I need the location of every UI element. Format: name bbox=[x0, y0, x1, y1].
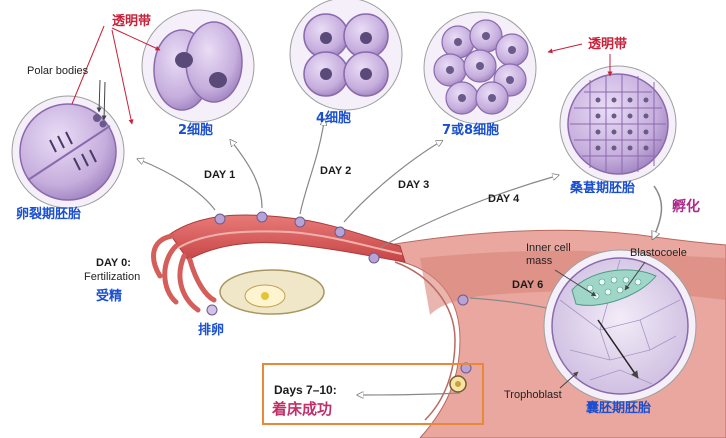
two-cell-embryo bbox=[141, 9, 255, 123]
four-cell-embryo bbox=[289, 0, 403, 111]
eight-cell-embryo bbox=[423, 11, 537, 125]
zona-pointers bbox=[71, 25, 613, 125]
blastocyst-label: 囊胚期胚胎 bbox=[586, 401, 652, 416]
implantation-box bbox=[262, 363, 484, 425]
implanting-embryo bbox=[449, 375, 467, 393]
inner-cell-mass-label: Inner cell mass bbox=[526, 242, 571, 268]
hatching-arrow bbox=[654, 185, 663, 236]
cleavage-embryo bbox=[11, 95, 125, 209]
days7-10-label: Days 7–10: bbox=[274, 383, 337, 397]
cleavage-label: 卵裂期胚胎 bbox=[16, 207, 82, 222]
day2-label: DAY 2 bbox=[320, 165, 352, 177]
day6-label: DAY 6 bbox=[512, 279, 544, 291]
four-cell-label: 4细胞 bbox=[316, 111, 352, 126]
pointer-lines bbox=[96, 79, 646, 389]
fallopian-tube bbox=[151, 214, 406, 313]
day3-label: DAY 3 bbox=[398, 179, 430, 191]
ovulation-label: 排卵 bbox=[198, 323, 225, 338]
blastocyst-axis-line bbox=[597, 319, 639, 379]
fertilization-label-cn: 受精 bbox=[96, 289, 123, 304]
polar-bodies-label: Polar bodies bbox=[27, 65, 89, 77]
hatching-label: 孵化 bbox=[672, 199, 700, 215]
morula-label: 桑葚期胚胎 bbox=[570, 181, 636, 196]
fertilization-label-en: Fertilization bbox=[84, 271, 141, 283]
trophoblast-label: Trophoblast bbox=[504, 389, 562, 401]
two-cell-label: 2细胞 bbox=[178, 123, 214, 138]
uterine-lower-wall bbox=[394, 261, 456, 421]
stage-arrows bbox=[140, 122, 556, 395]
blastocyst-embryo bbox=[543, 249, 697, 403]
ovulated-egg bbox=[206, 304, 218, 316]
day1-label: DAY 1 bbox=[204, 169, 236, 181]
zona-label-right: 透明带 bbox=[588, 37, 628, 52]
day0-label: DAY 0: bbox=[96, 257, 131, 269]
blastocoele-label: Blastocoele bbox=[630, 247, 687, 259]
implantation-label: 着床成功 bbox=[272, 400, 333, 418]
day4-label: DAY 4 bbox=[488, 193, 520, 205]
tube-embryos bbox=[214, 211, 472, 374]
zona-label-top: 透明带 bbox=[112, 14, 152, 29]
morula-embryo bbox=[559, 65, 677, 183]
eight-cell-label: 7或8细胞 bbox=[442, 123, 500, 138]
ovary bbox=[219, 269, 325, 315]
